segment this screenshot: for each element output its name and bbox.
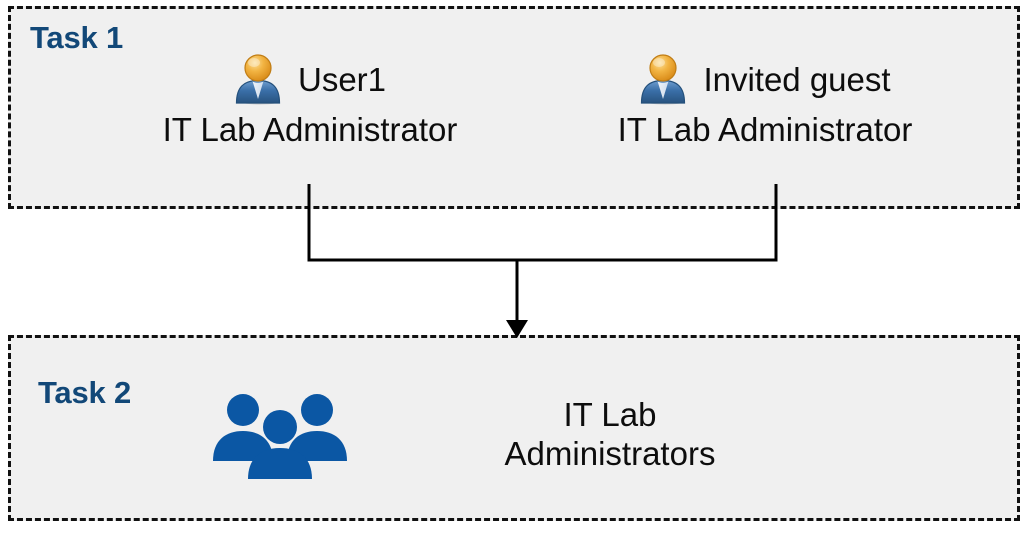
person-guest-role: IT Lab Administrator	[617, 111, 913, 148]
group-label-line-2: Administrators	[504, 435, 716, 472]
task-2-container	[8, 335, 1020, 521]
group-of-people-icon	[200, 389, 360, 481]
group-label: IT Lab Administrators	[360, 396, 820, 474]
person-entry-user1: User1 IT Lab Administrator	[120, 50, 500, 148]
group-label-line-1: IT Lab	[563, 396, 657, 434]
user-icon	[234, 53, 284, 105]
person-entry-invited-guest: Invited guest IT Lab Administrator	[575, 50, 955, 148]
person-user1-header: User1	[120, 50, 500, 108]
task-1-label: Task 1	[30, 20, 124, 55]
person-user1-role: IT Lab Administrator	[162, 111, 458, 148]
person-guest-header: Invited guest	[575, 50, 955, 108]
person-user1-name: User1	[297, 60, 387, 98]
group-entry: IT Lab Administrators	[200, 382, 820, 488]
task-1-container	[8, 6, 1020, 209]
user-icon	[639, 53, 689, 105]
person-guest-name: Invited guest	[703, 60, 891, 98]
task-2-label: Task 2	[38, 375, 132, 410]
